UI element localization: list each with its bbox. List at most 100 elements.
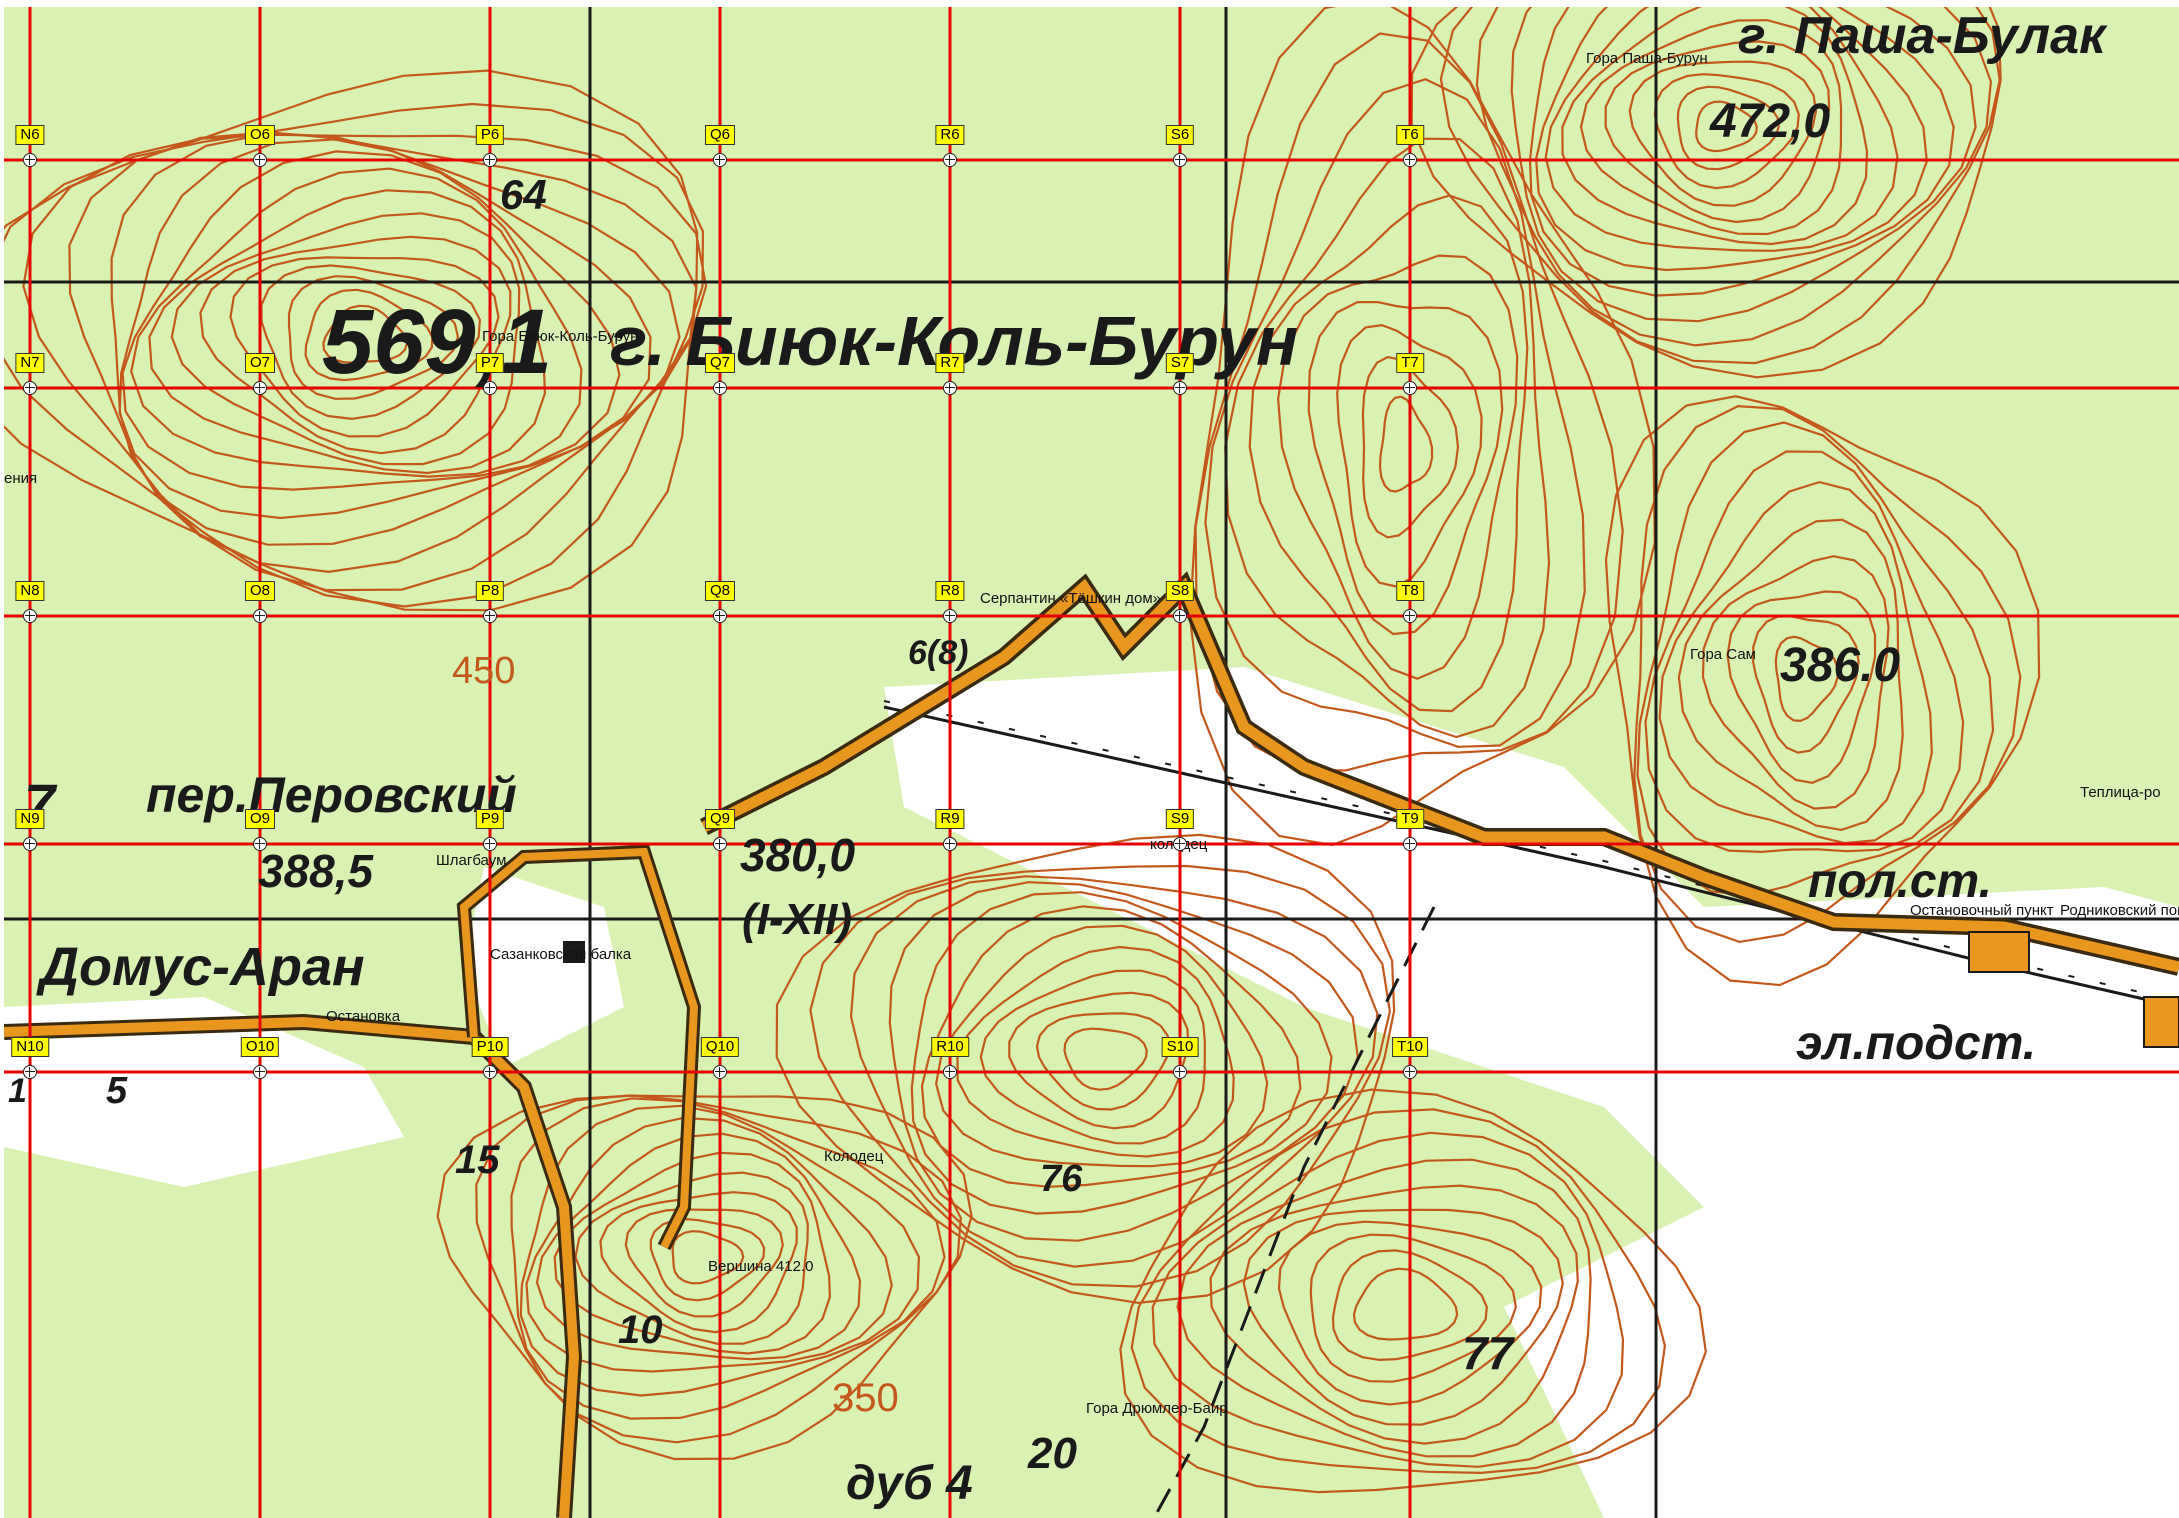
map-label-num-10: 10 bbox=[618, 1308, 663, 1352]
map-label-months: (I-XII) bbox=[742, 895, 852, 944]
grid-label-q10[interactable]: Q10 bbox=[700, 1037, 740, 1057]
map-label-platform: пол.ст. bbox=[1808, 855, 1992, 908]
map-label-num-1: 1 bbox=[8, 1072, 27, 1110]
grid-label-n8[interactable]: N8 bbox=[15, 581, 45, 601]
grid-label-r10[interactable]: R10 bbox=[931, 1037, 969, 1057]
grid-label-q6[interactable]: Q6 bbox=[704, 125, 736, 145]
grid-point-q7-icon[interactable] bbox=[713, 381, 727, 395]
grid-point-o10-icon[interactable] bbox=[253, 1065, 267, 1079]
grid-label-p8[interactable]: P8 bbox=[475, 581, 505, 601]
grid-label-o7[interactable]: O7 bbox=[244, 353, 276, 373]
grid-point-q8-icon[interactable] bbox=[713, 609, 727, 623]
grid-point-n8-icon[interactable] bbox=[23, 609, 37, 623]
topographic-map[interactable] bbox=[4, 7, 2179, 1518]
buildings bbox=[563, 931, 2179, 1048]
grid-label-n10[interactable]: N10 bbox=[11, 1037, 49, 1057]
grid-point-t8-icon[interactable] bbox=[1403, 609, 1417, 623]
point-label-shlagbaum: Шлагбаум bbox=[436, 852, 507, 869]
grid-point-r6-icon[interactable] bbox=[943, 153, 957, 167]
grid-label-r9[interactable]: R9 bbox=[935, 809, 965, 829]
point-label-ostanovka: Остановка bbox=[326, 1008, 401, 1025]
grid-label-o9[interactable]: O9 bbox=[244, 809, 276, 829]
map-label-num-5: 5 bbox=[106, 1070, 128, 1112]
map-label-contour-450: 450 bbox=[452, 650, 516, 692]
grid-point-t7-icon[interactable] bbox=[1403, 381, 1417, 395]
grid-label-o6[interactable]: O6 bbox=[244, 125, 276, 145]
map-label-summit-biyuk: 569,1 bbox=[322, 291, 553, 393]
clearing-areas bbox=[4, 667, 2179, 1518]
map-label-name-domus: Домус-Аран bbox=[40, 937, 365, 997]
grid-point-p10-icon[interactable] bbox=[483, 1065, 497, 1079]
map-label-elev-388: 388,5 bbox=[258, 845, 374, 897]
grid-point-n9-icon[interactable] bbox=[23, 837, 37, 851]
grid-point-o9-icon[interactable] bbox=[253, 837, 267, 851]
main-road bbox=[4, 571, 2179, 1518]
grid-label-n6[interactable]: N6 bbox=[15, 125, 45, 145]
grid-label-t10[interactable]: T10 bbox=[1392, 1037, 1428, 1057]
map-label-name-perovsky: пер.Перовский bbox=[146, 767, 517, 823]
grid-point-n7-icon[interactable] bbox=[23, 381, 37, 395]
grid-label-n7[interactable]: N7 bbox=[15, 353, 45, 373]
point-label-station: Остановочный пункт bbox=[1910, 902, 2054, 919]
grid-point-s10-icon[interactable] bbox=[1173, 1065, 1187, 1079]
map-label-name-dub: дуб 4 bbox=[846, 1457, 973, 1510]
grid-label-p6[interactable]: P6 bbox=[475, 125, 505, 145]
grid-label-p7[interactable]: P7 bbox=[475, 353, 505, 373]
grid-label-t9[interactable]: T9 bbox=[1396, 809, 1424, 829]
grid-point-s7-icon[interactable] bbox=[1173, 381, 1187, 395]
point-label-edge-left: ения bbox=[4, 470, 38, 487]
grid-label-q9[interactable]: Q9 bbox=[704, 809, 736, 829]
grid-label-n9[interactable]: N9 bbox=[15, 809, 45, 829]
contour-lines bbox=[4, 7, 2041, 1494]
grid-point-n6-icon[interactable] bbox=[23, 153, 37, 167]
grid-point-p8-icon[interactable] bbox=[483, 609, 497, 623]
grid-point-t6-icon[interactable] bbox=[1403, 153, 1417, 167]
map-label-elev-472: 472,0 bbox=[1710, 95, 1831, 148]
grid-label-r6[interactable]: R6 bbox=[935, 125, 965, 145]
grid-point-q9-icon[interactable] bbox=[713, 837, 727, 851]
grid-label-t7[interactable]: T7 bbox=[1396, 353, 1424, 373]
grid-label-s6[interactable]: S6 bbox=[1165, 125, 1195, 145]
map-label-name-pasha: г. Паша-Булак bbox=[1738, 7, 2106, 65]
grid-label-s10[interactable]: S10 bbox=[1161, 1037, 1199, 1057]
grid-point-s9-icon[interactable] bbox=[1173, 837, 1187, 851]
grid-point-s8-icon[interactable] bbox=[1173, 609, 1187, 623]
grid-point-p9-icon[interactable] bbox=[483, 837, 497, 851]
grid-point-n10-icon[interactable] bbox=[23, 1065, 37, 1079]
grid-point-s6-icon[interactable] bbox=[1173, 153, 1187, 167]
grid-label-o10[interactable]: O10 bbox=[240, 1037, 280, 1057]
grid-label-s8[interactable]: S8 bbox=[1165, 581, 1195, 601]
railway-line bbox=[883, 700, 2179, 1009]
grid-label-q8[interactable]: Q8 bbox=[704, 581, 736, 601]
grid-point-t10-icon[interactable] bbox=[1403, 1065, 1417, 1079]
grid-label-q7[interactable]: Q7 bbox=[704, 353, 736, 373]
grid-label-p9[interactable]: P9 bbox=[475, 809, 505, 829]
grid-point-p6-icon[interactable] bbox=[483, 153, 497, 167]
grid-point-o8-icon[interactable] bbox=[253, 609, 267, 623]
grid-point-r7-icon[interactable] bbox=[943, 381, 957, 395]
grid-point-r9-icon[interactable] bbox=[943, 837, 957, 851]
map-label-num-15: 15 bbox=[455, 1138, 500, 1182]
grid-point-r8-icon[interactable] bbox=[943, 609, 957, 623]
grid-point-t9-icon[interactable] bbox=[1403, 837, 1417, 851]
point-label-kolodets-2: Колодец bbox=[824, 1148, 884, 1165]
map-label-num-76: 76 bbox=[1040, 1158, 1083, 1200]
grid-point-q6-icon[interactable] bbox=[713, 153, 727, 167]
grid-point-o7-icon[interactable] bbox=[253, 381, 267, 395]
grid-label-r8[interactable]: R8 bbox=[935, 581, 965, 601]
grid-label-s9[interactable]: S9 bbox=[1165, 809, 1195, 829]
point-label-teplitsa: Теплица-ро bbox=[2080, 784, 2161, 801]
grid-point-o6-icon[interactable] bbox=[253, 153, 267, 167]
map-label-elev-64: 64 bbox=[500, 171, 547, 218]
grid-label-p10[interactable]: P10 bbox=[471, 1037, 509, 1057]
grid-label-t6[interactable]: T6 bbox=[1396, 125, 1424, 145]
grid-label-t8[interactable]: T8 bbox=[1396, 581, 1424, 601]
grid-label-r7[interactable]: R7 bbox=[935, 353, 965, 373]
grid-label-o8[interactable]: O8 bbox=[244, 581, 276, 601]
grid-point-q10-icon[interactable] bbox=[713, 1065, 727, 1079]
grid-label-s7[interactable]: S7 bbox=[1165, 353, 1195, 373]
point-label-gora-dryumler: Гора Дрюмлер-Баир bbox=[1086, 1400, 1228, 1417]
grid-point-p7-icon[interactable] bbox=[483, 381, 497, 395]
grid-point-r10-icon[interactable] bbox=[943, 1065, 957, 1079]
